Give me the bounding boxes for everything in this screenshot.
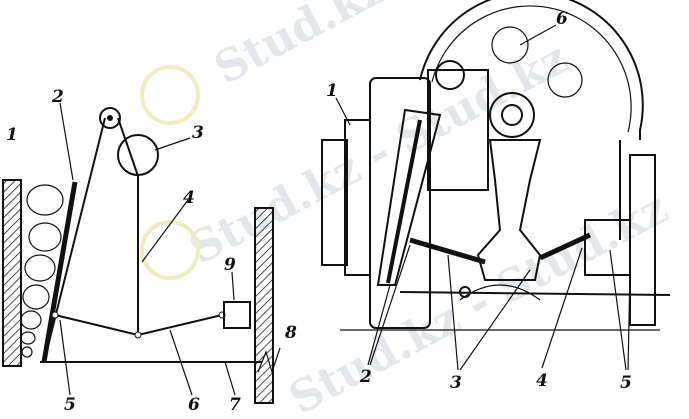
- fixed-jaw-plate: [41, 181, 78, 363]
- label-3: 3: [450, 373, 462, 393]
- right-schematic: [321, 0, 671, 371]
- label-5: 5: [620, 373, 632, 393]
- front-toggle: [409, 237, 486, 265]
- pitman-head: [427, 69, 489, 191]
- left-schematic: [2, 102, 281, 404]
- swing-jaw: [43, 117, 106, 363]
- spring: [257, 347, 281, 374]
- connecting-rod: [476, 139, 542, 281]
- label-4: 4: [536, 371, 548, 391]
- label-2: 2: [359, 367, 372, 387]
- adjusting-block: [223, 301, 251, 329]
- flywheel: [419, 0, 644, 140]
- eccentric-shaft: [489, 92, 535, 138]
- label-6: 6: [188, 395, 200, 415]
- label-9: 9: [224, 255, 236, 275]
- fixed-wall: [2, 179, 22, 367]
- label-6: 6: [556, 9, 568, 29]
- label-5: 5: [64, 395, 76, 415]
- right-labels: 1 6 2 3 4 5: [326, 9, 632, 393]
- label-1: 1: [6, 125, 18, 145]
- rock-pieces: [20, 184, 64, 358]
- label-7: 7: [229, 395, 241, 415]
- pulley: [99, 107, 121, 129]
- fixed-jaw: [344, 119, 371, 276]
- rear-frame: [629, 154, 656, 326]
- label-3: 3: [192, 123, 204, 143]
- tie-rod: [399, 291, 671, 296]
- label-8: 8: [284, 323, 297, 343]
- watermark: Stud.kz - Stud.kz Stud.kz - Stud.kz Stud…: [140, 0, 676, 419]
- eccentric-shaft: [117, 134, 159, 176]
- rear-toggle: [538, 232, 592, 261]
- label-2: 2: [51, 87, 64, 107]
- label-1: 1: [326, 81, 338, 101]
- rear-wall: [254, 207, 274, 404]
- fixed-jaw-plate: [321, 139, 348, 266]
- left-labels: 1 2 3 4 5 6 7 8 9: [6, 87, 297, 415]
- label-4: 4: [183, 188, 195, 208]
